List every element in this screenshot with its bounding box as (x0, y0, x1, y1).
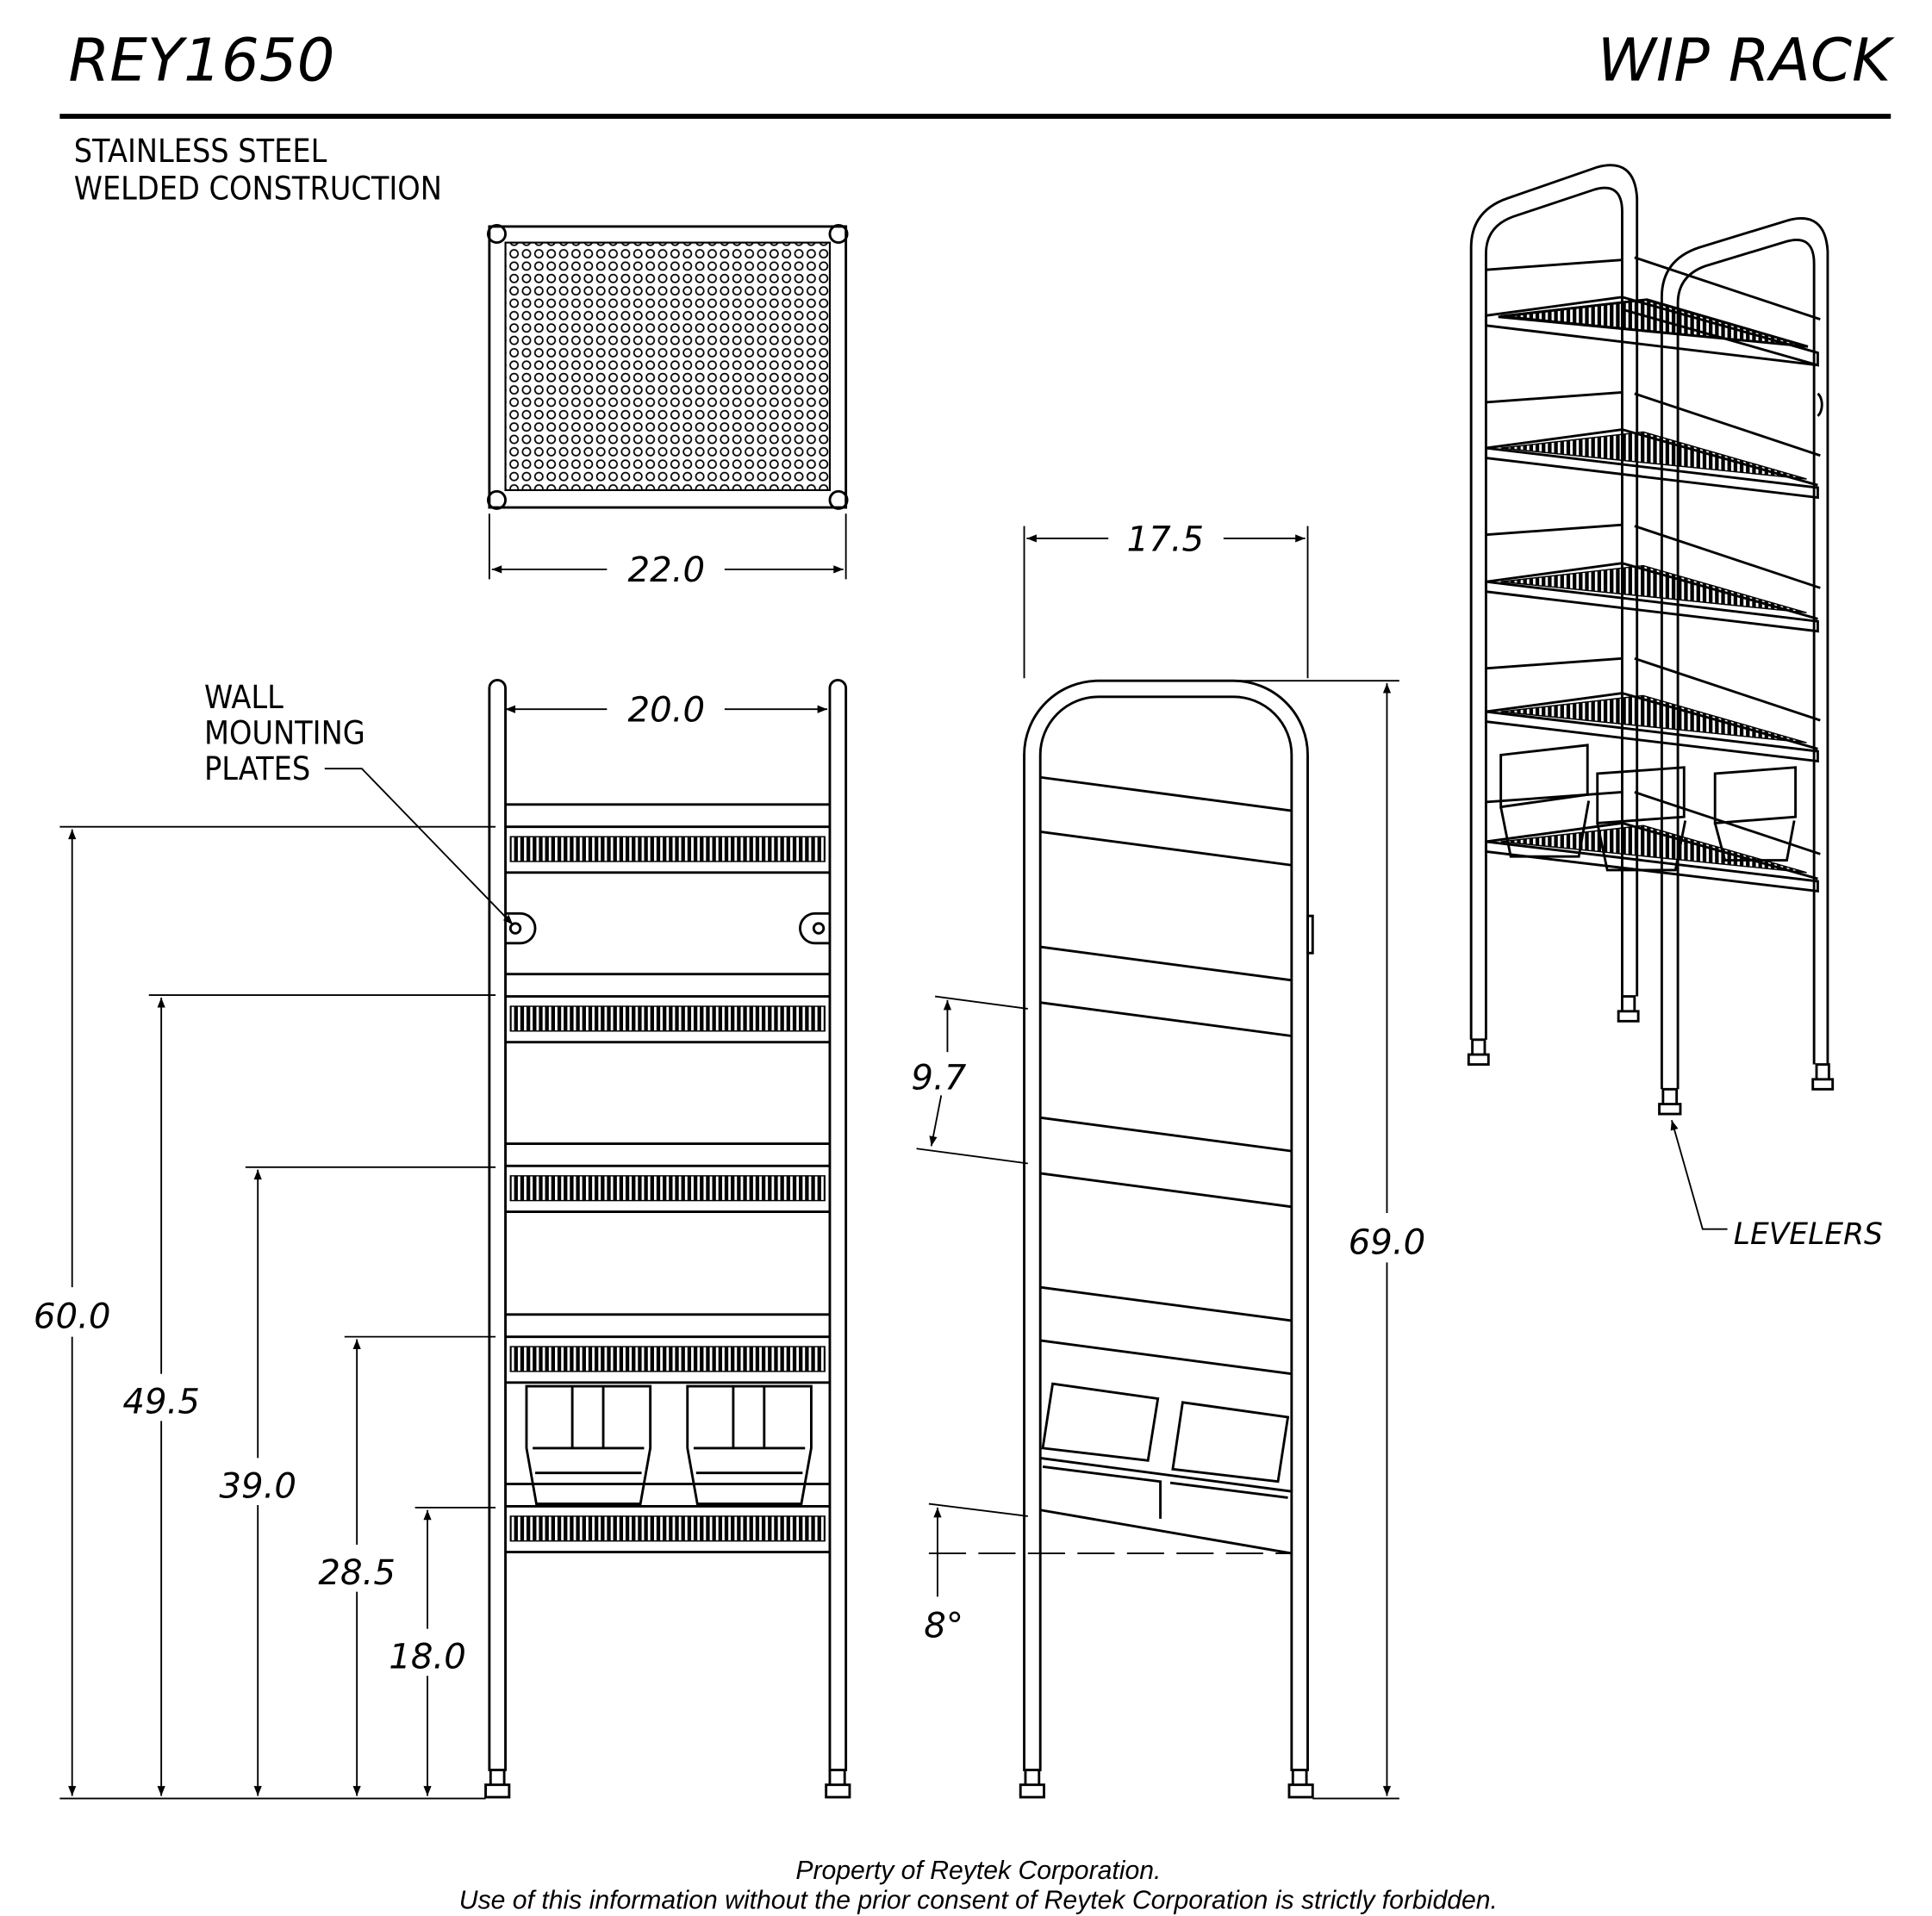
dim-height-39: 39.0 (219, 1466, 296, 1506)
part-number: REY1650 (68, 26, 334, 95)
bins-front (525, 1384, 813, 1506)
dim-shelf-angle: 8° (924, 1607, 963, 1646)
callout-wall-plates-2: MOUNTING (204, 715, 365, 752)
side-view: 17.5 69.0 9.7 8° (911, 519, 1426, 1800)
dim-height-28-5: 28.5 (318, 1553, 396, 1593)
dim-overall-height: 69.0 (1349, 1222, 1426, 1262)
dim-height-49-5: 49.5 (122, 1383, 200, 1422)
dim-shelf-spacing: 9.7 (911, 1058, 966, 1098)
footer-disclaimer: Use of this information without the prio… (459, 1886, 1498, 1914)
dim-depth: 17.5 (1127, 519, 1205, 559)
callout-levelers: LEVELERS (1734, 1217, 1883, 1252)
footer-property: Property of Reytek Corporation. (795, 1857, 1161, 1885)
wall-mounting-plates (505, 911, 830, 945)
dim-top-width: 22.0 (628, 551, 706, 590)
note-material: STAINLESS STEEL (74, 134, 327, 171)
dim-height-18: 18.0 (389, 1638, 466, 1677)
note-construction: WELDED CONSTRUCTION (74, 171, 442, 208)
height-dimensions: 60.0 49.5 39.0 28.5 18.0 (34, 825, 496, 1800)
front-view: 20.0 WALL MOUNTING PLATES (204, 679, 851, 1799)
callout-wall-plates-1: WALL (204, 679, 284, 716)
callout-wall-plates-3: PLATES (204, 750, 310, 787)
dim-inner-width: 20.0 (628, 691, 706, 731)
product-name: WIP RACK (1598, 26, 1895, 95)
dim-height-60: 60.0 (34, 1297, 111, 1337)
top-view: 22.0 (487, 224, 849, 590)
isometric-view: LEVELERS (1467, 164, 1883, 1252)
